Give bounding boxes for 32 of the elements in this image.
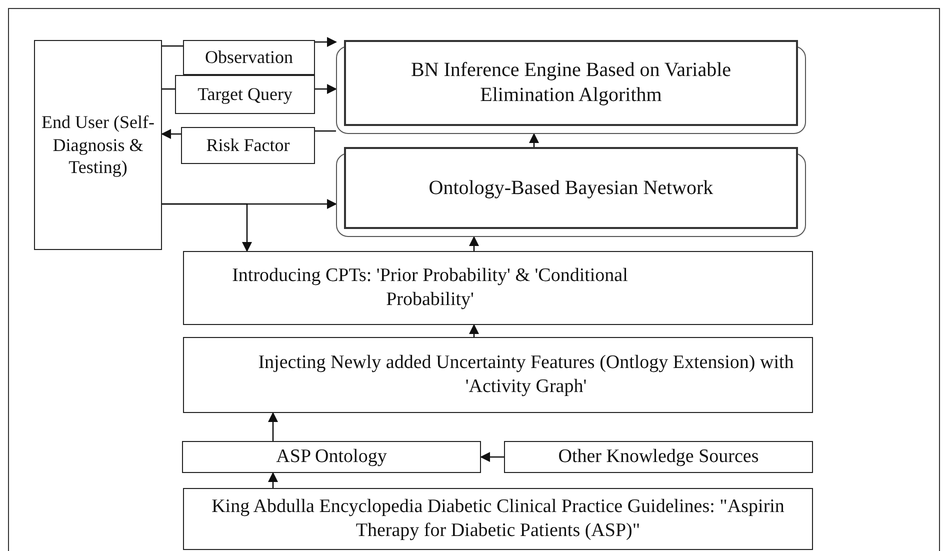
process-box [504,441,813,473]
process-box [183,40,315,75]
box-label: End User (Self-Diagnosis & Testing) [40,111,156,179]
arrow [315,37,337,47]
arrow [268,412,278,441]
box-label: Ontology-Based Bayesian Network [428,176,714,200]
box-label: Target Query [198,83,292,106]
arrow [162,203,252,252]
arrow [469,324,479,337]
process-box [175,75,315,114]
arrow [315,84,337,94]
box-label: Introducing CPTs: 'Prior Probability' & 'Conditional Probability' [231,264,629,312]
arrow [268,472,278,488]
box-label: Risk Factor [206,134,290,157]
box-label: Other Knowledge Sources [558,445,759,469]
box-label: ASP Ontology [276,445,387,469]
process-box [183,251,813,325]
arrow [161,129,181,139]
box-label: Observation [205,46,293,69]
process-box [34,40,162,250]
rounded-process-box [336,147,806,237]
arrow [480,452,504,462]
rounded-process-box [336,40,806,134]
process-box [182,441,481,473]
process-box [181,127,315,164]
box-label: Injecting Newly added Uncertainty Features (Ontlogy Extension) with 'Activity Graph' [257,351,795,399]
arrow [529,133,539,147]
process-box [183,488,813,550]
process-box [183,337,813,413]
box-label: King Abdulla Encyclopedia Diabetic Clinical Practice Guidelines: "Aspirin Therapy for Diabetic Patients (ASP)" [210,495,786,543]
arrow [469,236,479,251]
box-label: BN Inference Engine Based on Variable Elimination Algorithm [410,58,732,108]
